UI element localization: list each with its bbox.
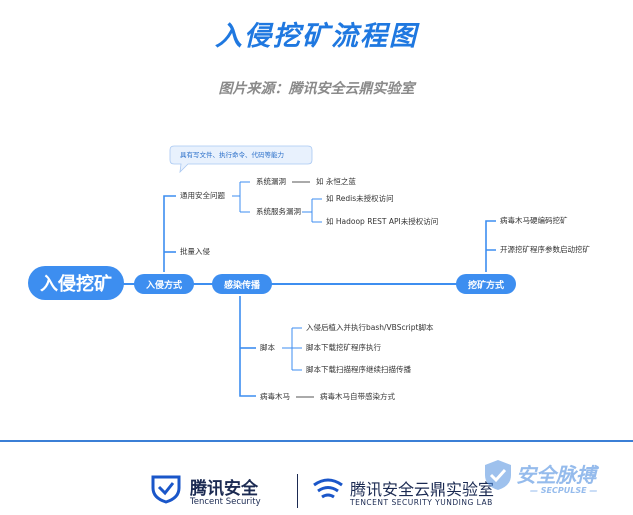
leaf-script-item-2: 脚本下载挖矿程序执行: [306, 343, 381, 352]
brand1-en: Tencent Security: [190, 497, 261, 507]
brand2-cn: 腾讯安全云鼎实验室: [350, 480, 495, 499]
watermark-cn: 安全脉搏: [516, 463, 596, 487]
script-children-line: [282, 327, 302, 371]
root-node: 入侵挖矿: [28, 266, 124, 300]
intrusion-branch-line: [163, 195, 176, 272]
tencent-security-shield-icon: [151, 475, 181, 504]
leaf-system-vuln: 系统漏洞: [256, 177, 286, 186]
leaf-script: 脚本: [260, 343, 275, 352]
leaf-service-vuln: 系统服务漏洞: [256, 207, 301, 216]
brand2-en: TENCENT SECURITY YUNDING LAB: [350, 498, 493, 507]
brand-separator: [297, 474, 298, 508]
leaf-script-item-1: 入侵后植入并执行bash/VBScript脚本: [306, 323, 434, 332]
leaf-trojan: 病毒木马: [260, 392, 290, 401]
node-spread: 感染传播: [212, 274, 272, 294]
mining-branch-line: [485, 220, 496, 272]
leaf-trojan-item: 病毒木马自带感染方式: [320, 392, 395, 401]
watermark-en: — SECPULSE —: [530, 486, 598, 495]
leaf-opensource: 开源挖矿程序参数启动挖矿: [500, 245, 590, 254]
brand1-cn: 腾讯安全: [190, 479, 258, 499]
leaf-redis: 如 Redis未授权访问: [326, 194, 394, 203]
node-intrusion: 入侵方式: [134, 274, 194, 294]
page-title: 入侵挖矿流程图: [215, 21, 418, 52]
node-mining: 挖矿方式: [456, 274, 516, 294]
callout-text: 具有写文件、执行命令、代码等能力: [180, 151, 284, 159]
callout-bubble: [169, 145, 313, 174]
common-children-line: [232, 181, 250, 213]
secpulse-shield-icon: [485, 460, 511, 490]
yunding-lab-logo-icon: [313, 478, 343, 499]
leaf-hardcoded: 病毒木马硬编码挖矿: [500, 216, 568, 225]
leaf-script-item-3: 脚本下载扫描程序继续扫描传播: [306, 365, 411, 374]
spread-branch-line: [239, 296, 256, 397]
leaf-system-vuln-example: 如 永恒之蓝: [316, 177, 356, 186]
footer-divider: [0, 440, 633, 442]
service-children-line: [302, 198, 322, 223]
image-source: 图片来源：腾讯安全云鼎实验室: [218, 81, 415, 97]
leaf-hadoop: 如 Hadoop REST API未授权访问: [326, 217, 439, 226]
leaf-batch: 批量入侵: [180, 247, 210, 256]
leaf-common: 通用安全问题: [180, 191, 225, 200]
